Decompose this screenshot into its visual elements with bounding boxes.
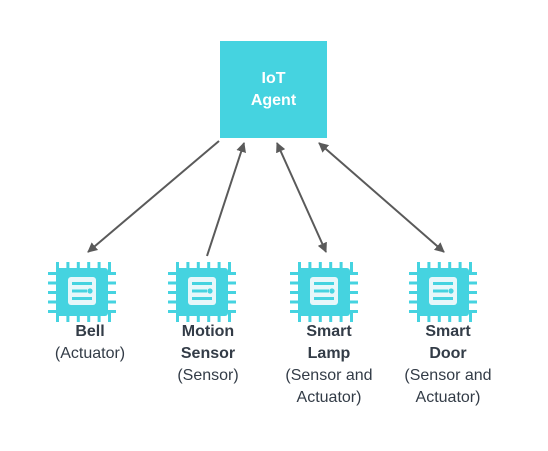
device-role: Actuator) xyxy=(415,389,481,406)
device-role: (Sensor) xyxy=(177,367,239,384)
device-label-bell: Bell (Actuator) xyxy=(25,321,155,365)
smart-door-chip-icon xyxy=(405,260,481,324)
iot-agent-box: IoT Agent xyxy=(220,41,327,138)
device-label-smart-lamp: Smart Lamp (Sensor and Actuator) xyxy=(264,321,394,409)
device-role: (Sensor and xyxy=(285,367,373,384)
connection-arrow xyxy=(318,142,445,253)
connection-arrow xyxy=(206,142,246,257)
agent-label-line2: Agent xyxy=(250,91,297,109)
device-name: Bell xyxy=(75,323,105,340)
device-name: Smart xyxy=(306,323,352,340)
device-role: (Actuator) xyxy=(54,345,126,362)
device-role: (Sensor and xyxy=(404,367,492,384)
device-name: Door xyxy=(429,345,467,362)
agent-label-line1: IoT xyxy=(261,69,286,87)
motion-sensor-chip-icon xyxy=(164,260,240,324)
device-name: Smart xyxy=(425,323,471,340)
device-name: Sensor xyxy=(180,345,236,362)
smart-lamp-chip-icon xyxy=(286,260,362,324)
device-name: Lamp xyxy=(307,345,351,362)
device-name: Motion xyxy=(181,323,235,340)
device-label-motion-sensor: Motion Sensor (Sensor) xyxy=(143,321,273,387)
device-label-smart-door: Smart Door (Sensor and Actuator) xyxy=(383,321,513,409)
connection-arrow xyxy=(276,142,327,253)
bell-chip-icon xyxy=(44,260,120,324)
connection-arrow xyxy=(87,140,220,253)
device-role: Actuator) xyxy=(296,389,362,406)
